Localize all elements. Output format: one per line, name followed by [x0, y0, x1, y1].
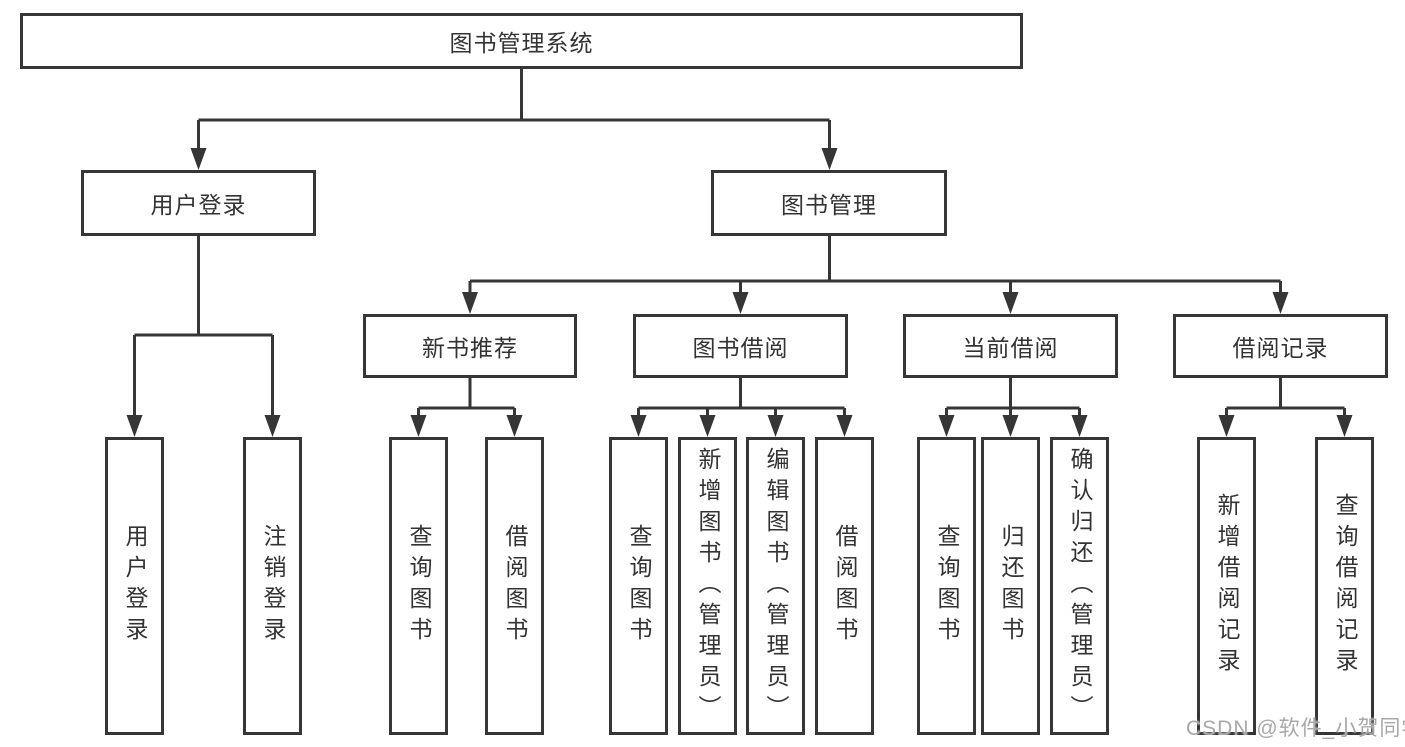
node-label: 查询借阅记录 [1332, 493, 1358, 679]
node-book-borrow: 图书借阅 [633, 314, 848, 378]
node-leaf-borrow-books-recommend: 借阅图书 [485, 437, 544, 735]
node-label: 注销登录 [260, 524, 286, 648]
node-label: 当前借阅 [962, 335, 1059, 361]
node-label: 借阅记录 [1232, 335, 1329, 361]
node-label: 编辑图书（管理员） [763, 446, 789, 726]
node-leaf-return-books: 归还图书 [981, 437, 1040, 735]
arrow-down-icon [126, 415, 281, 437]
node-root-system: 图书管理系统 [20, 13, 1023, 69]
node-leaf-query-books-recommend: 查询图书 [389, 437, 448, 735]
node-label: 新增借阅记录 [1214, 493, 1240, 679]
node-leaf-add-borrow-record: 新增借阅记录 [1197, 437, 1256, 735]
node-leaf-confirm-return-admin: 确认归还（管理员） [1050, 437, 1109, 735]
node-label: 图书管理 [781, 192, 877, 218]
node-label: 借阅图书 [502, 524, 528, 648]
node-leaf-query-books-borrow: 查询图书 [609, 437, 668, 735]
node-label: 确认归还（管理员） [1067, 446, 1093, 726]
connector-borrow-records-children [1225, 378, 1346, 421]
arrow-down-icon [410, 415, 523, 437]
node-current-borrow: 当前借阅 [903, 314, 1118, 378]
connector-root-to-level2 [197, 68, 831, 152]
node-label: 用户登录 [122, 524, 148, 648]
node-leaf-query-borrow-record: 查询借阅记录 [1315, 437, 1374, 735]
node-leaf-borrow-books: 借阅图书 [815, 437, 874, 735]
arrow-down-icon [938, 415, 1088, 437]
node-label: 查询图书 [406, 524, 432, 648]
node-leaf-logout: 注销登录 [243, 437, 302, 735]
node-new-book-recommend: 新书推荐 [363, 314, 577, 378]
node-label: 图书管理系统 [449, 30, 594, 56]
node-leaf-add-books-admin: 新增图书（管理员） [678, 437, 737, 735]
node-user-login: 用户登录 [81, 170, 316, 236]
node-label: 借阅图书 [832, 524, 858, 648]
node-label: 图书借阅 [692, 335, 789, 361]
node-leaf-edit-books-admin: 编辑图书（管理员） [746, 437, 805, 735]
node-label: 归还图书 [998, 524, 1024, 648]
node-borrow-records: 借阅记录 [1173, 314, 1388, 378]
connector-current-borrow-children [945, 378, 1081, 421]
connector-new-book-children [417, 378, 516, 421]
node-label: 用户登录 [150, 192, 247, 218]
arrow-down-icon [190, 148, 838, 170]
arrow-down-icon [1218, 415, 1353, 437]
node-label: 查询图书 [934, 524, 960, 648]
node-leaf-user-login: 用户登录 [105, 437, 164, 735]
csdn-watermark: CSDN @软件_小贺同学 [1186, 717, 1405, 740]
connector-book-borrow-children [637, 378, 846, 421]
node-label: 新增图书（管理员） [695, 446, 721, 726]
node-book-management: 图书管理 [711, 170, 947, 236]
arrow-down-icon [462, 292, 1289, 314]
node-label: 新书推荐 [422, 335, 518, 361]
connector-book-management-children [468, 236, 1282, 299]
node-label: 查询图书 [626, 524, 652, 648]
node-leaf-query-books-current: 查询图书 [917, 437, 976, 735]
arrow-down-icon [630, 415, 853, 437]
connector-user-login-children [133, 236, 274, 419]
